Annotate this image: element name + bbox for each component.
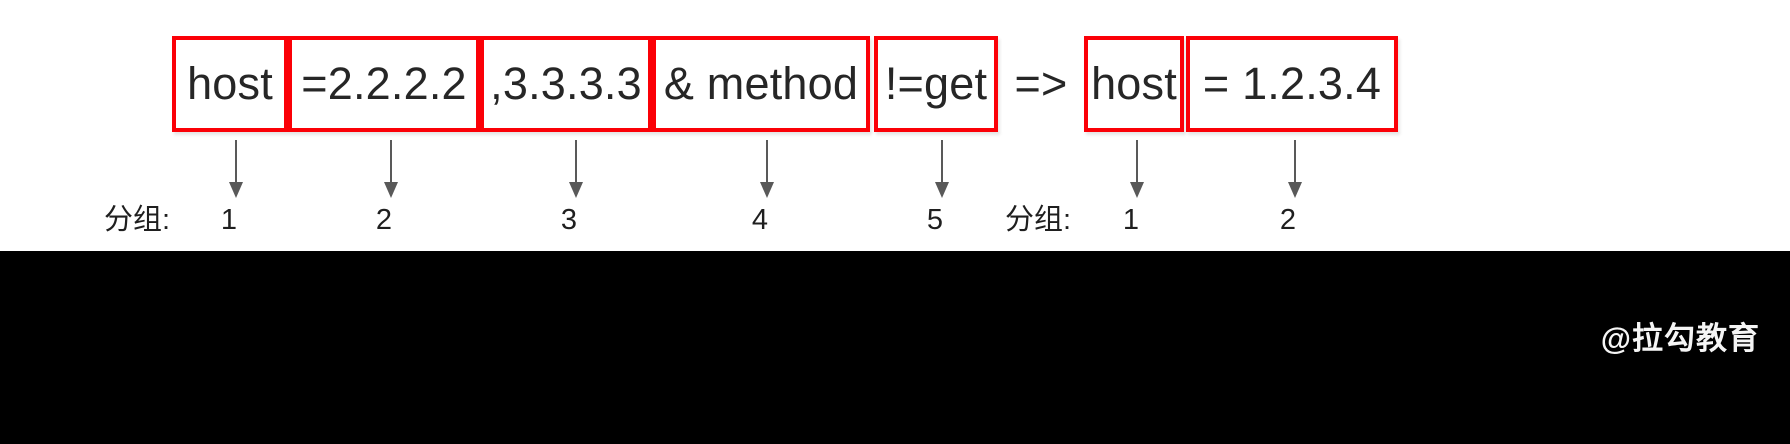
expression-token-boxed: !=get xyxy=(874,36,998,132)
expression-token-plain: => xyxy=(1002,36,1080,132)
down-arrow-icon xyxy=(384,140,398,200)
slide-black-band: @拉勾教育 xyxy=(0,251,1790,444)
arrow-shaft xyxy=(235,140,237,186)
down-arrow-icon xyxy=(760,140,774,200)
arrow-shaft xyxy=(390,140,392,186)
down-arrow-icon xyxy=(229,140,243,200)
expression-token-boxed: ,3.3.3.3 xyxy=(480,36,652,132)
expression-row: host=2.2.2.2,3.3.3.3& method!=get=>host=… xyxy=(0,36,1790,132)
down-arrow-icon xyxy=(935,140,949,200)
down-arrow-icon xyxy=(1288,140,1302,200)
slide-white-band: host=2.2.2.2,3.3.3.3& method!=get=>host=… xyxy=(0,0,1790,251)
arrow-shaft xyxy=(1294,140,1296,186)
watermark-label: @拉勾教育 xyxy=(1600,321,1760,356)
arrow-head xyxy=(760,182,774,198)
arrow-head xyxy=(569,182,583,198)
caption-group-index: 3 xyxy=(560,204,578,236)
expression-token-boxed: = 1.2.3.4 xyxy=(1186,36,1398,132)
caption-group-label-left: 分组: xyxy=(104,204,171,236)
caption-group-index: 5 xyxy=(926,204,944,236)
caption-group-index: 1 xyxy=(220,204,238,236)
arrow-shaft xyxy=(941,140,943,186)
expression-token-boxed: host xyxy=(1084,36,1184,132)
caption-group-index: 2 xyxy=(1279,204,1297,236)
caption-group-index: 2 xyxy=(375,204,393,236)
expression-token-boxed: host xyxy=(172,36,288,132)
arrow-head xyxy=(1288,182,1302,198)
arrow-head xyxy=(384,182,398,198)
expression-token-boxed: & method xyxy=(652,36,870,132)
arrow-shaft xyxy=(575,140,577,186)
arrow-head xyxy=(1130,182,1144,198)
arrow-shaft xyxy=(1136,140,1138,186)
expression-token-boxed: =2.2.2.2 xyxy=(288,36,480,132)
arrow-shaft xyxy=(766,140,768,186)
down-arrow-icon xyxy=(569,140,583,200)
caption-group-index: 4 xyxy=(751,204,769,236)
arrow-head xyxy=(935,182,949,198)
arrow-head xyxy=(229,182,243,198)
down-arrow-icon xyxy=(1130,140,1144,200)
caption-group-index: 1 xyxy=(1122,204,1140,236)
caption-group-label-right: 分组: xyxy=(1005,204,1072,236)
